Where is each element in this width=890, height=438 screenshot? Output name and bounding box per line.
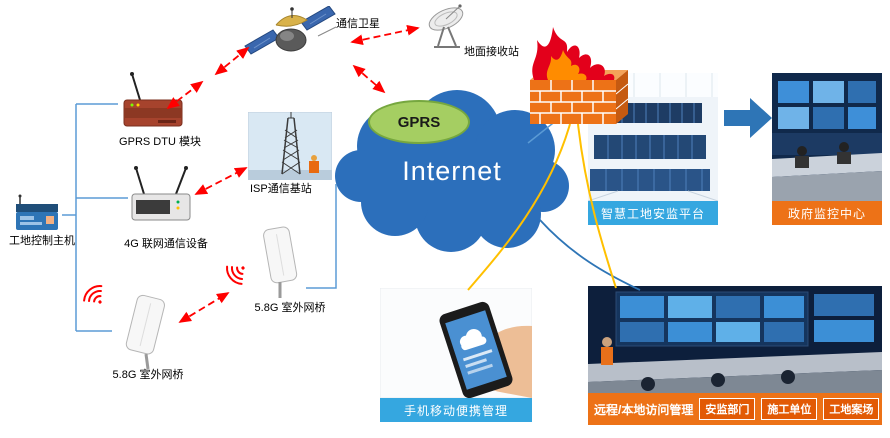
- mobile-card: 手机移动便携管理: [380, 288, 532, 422]
- ground-station-illustration: [424, 4, 474, 55]
- satellite-label: 通信卫星: [336, 18, 380, 30]
- gprs-dtu-label: GPRS DTU 模块: [119, 136, 201, 148]
- gprs-badge: GPRS: [368, 100, 470, 144]
- wifi-icon: [226, 265, 245, 285]
- gov-center-caption-bar: 政府监控中心: [772, 201, 882, 225]
- button-site-office: 工地案场: [823, 398, 880, 420]
- isp-station-photo: [247, 111, 333, 185]
- satellite-illustration: [243, 5, 338, 83]
- ground-station-label: 地面接收站: [464, 46, 519, 58]
- 4g-isp-link: [194, 167, 248, 195]
- mobile-caption-bar: 手机移动便携管理: [380, 398, 532, 422]
- site-host-device: [12, 194, 62, 241]
- site-host-label: 工地控制主机: [9, 235, 75, 247]
- mobile-photo: [380, 288, 532, 398]
- platform-caption-bar: 智慧工地安监平台: [588, 201, 718, 225]
- 4g-device-label: 4G 联网通信设备: [124, 238, 208, 250]
- access-management-title: 远程/本地访问管理: [594, 402, 694, 417]
- button-safety-dept: 安监部门: [699, 398, 756, 420]
- outdoor-bridge-left-label: 5.8G 室外网桥: [112, 369, 184, 381]
- bridge-isp-link: [306, 184, 337, 289]
- bridge-bridge-link: [178, 292, 230, 323]
- flow-arrow-icon: [722, 94, 774, 147]
- internet-label: Internet: [402, 156, 502, 186]
- access-management-bar: 远程/本地访问管理 安监部门 施工单位 工地案场: [588, 393, 882, 425]
- gov-center-card: 政府监控中心: [772, 73, 882, 225]
- firewall-illustration: [524, 20, 634, 131]
- outdoor-bridge-left: [112, 292, 172, 375]
- isp-station-label: ISP通信基站: [250, 183, 312, 195]
- gprs-dtu-device: [118, 70, 188, 137]
- outdoor-bridge-mid: [252, 224, 308, 305]
- outdoor-bridge-mid-label: 5.8G 室外网桥: [254, 302, 326, 314]
- 4g-device: [128, 166, 194, 229]
- access-photo: [588, 286, 882, 393]
- button-construction-unit: 施工单位: [761, 398, 818, 420]
- gov-center-photo: [772, 73, 882, 201]
- access-card: 远程/本地访问管理 安监部门 施工单位 工地案场: [588, 286, 882, 425]
- wifi-icon: [83, 285, 103, 304]
